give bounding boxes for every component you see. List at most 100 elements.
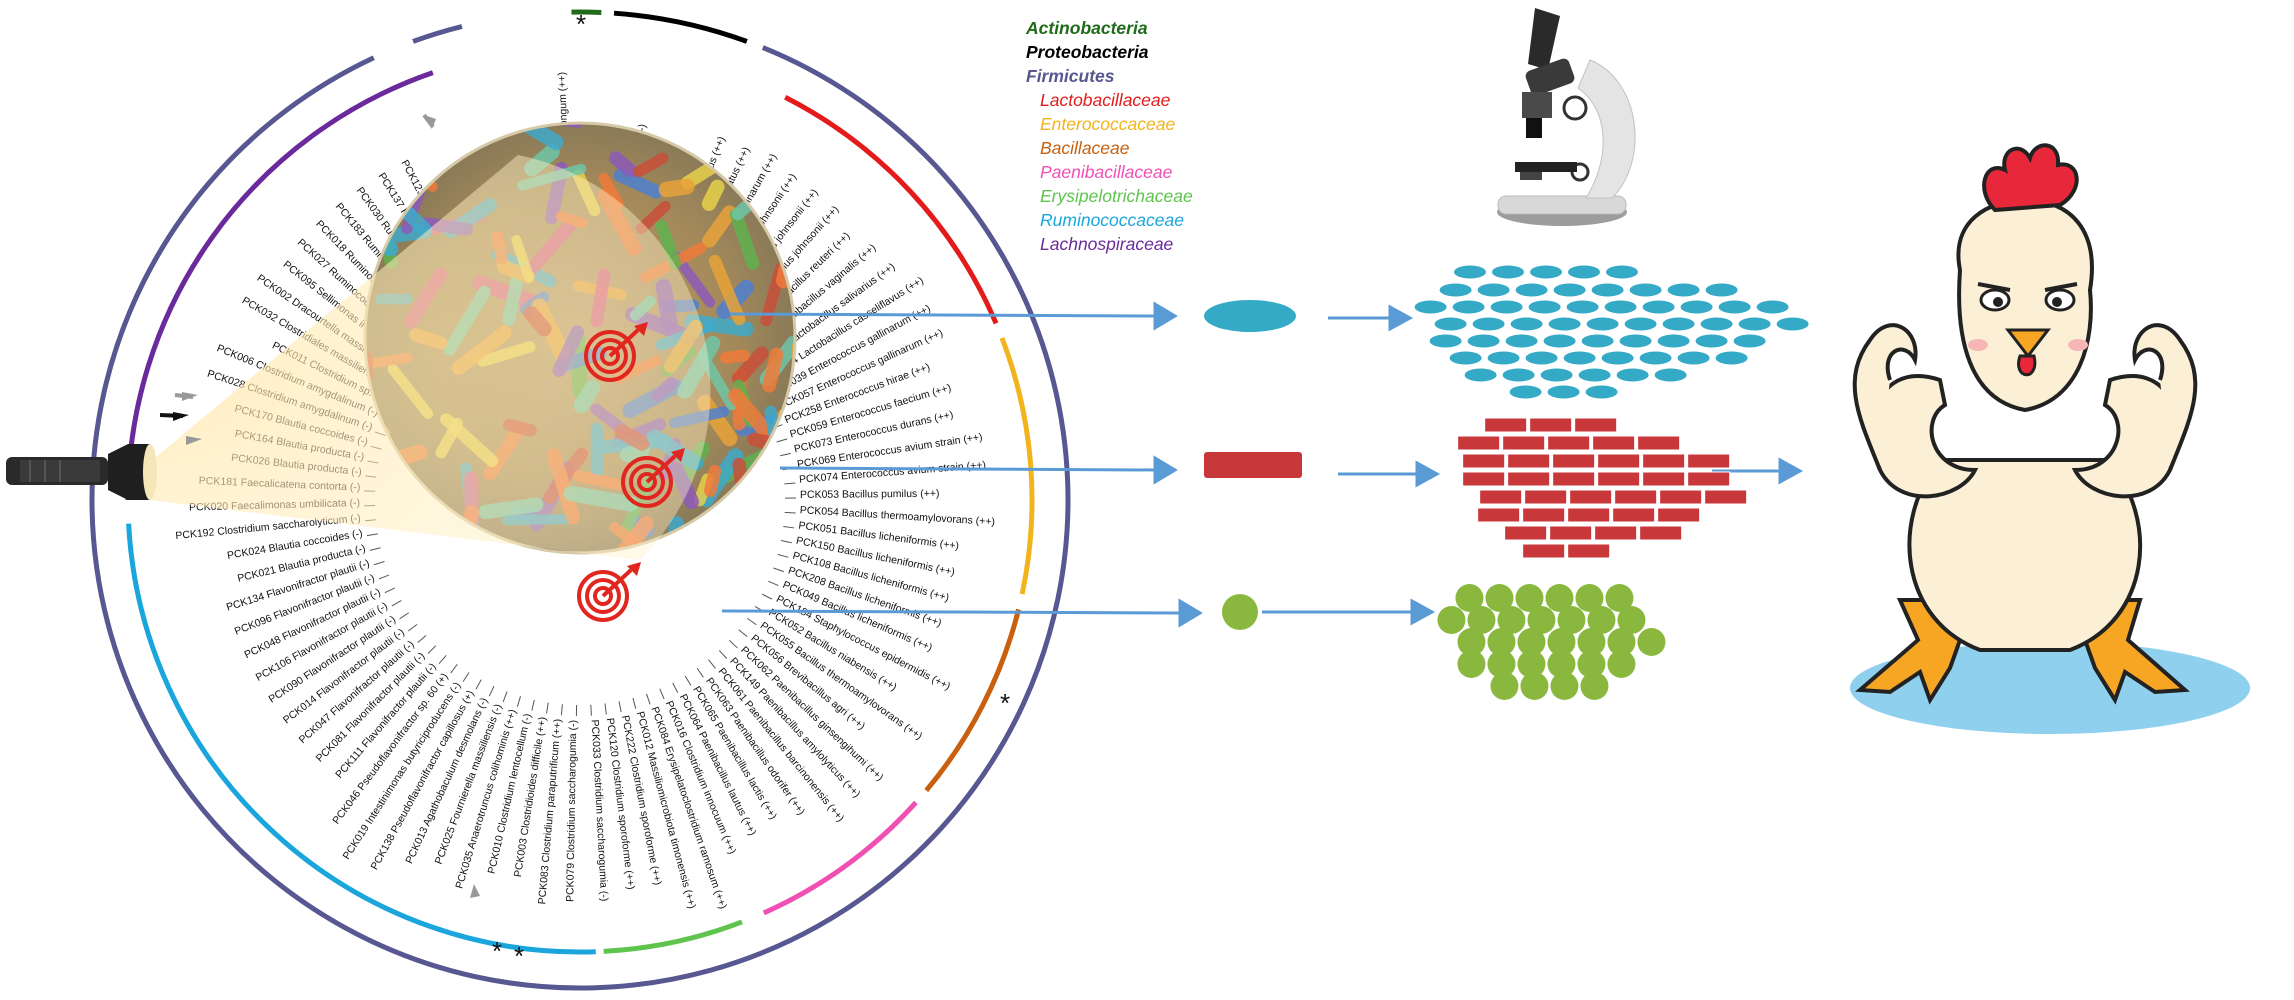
colony-rectangle [1502, 435, 1546, 451]
colony-rectangle [1524, 489, 1568, 505]
bacterium-rod [425, 132, 445, 176]
colony-coccus [1587, 606, 1616, 634]
colony-coccus [1617, 606, 1646, 634]
colony-rectangle [1507, 471, 1551, 487]
colony-coccus [1547, 628, 1576, 656]
tree-branch [369, 547, 381, 551]
tree-branch [475, 679, 482, 690]
colony-rod [1657, 334, 1690, 348]
colony-rectangle [1597, 453, 1641, 469]
colony-coccus [1490, 672, 1519, 700]
bacterium-rod [658, 178, 695, 198]
bacterium-rod [771, 146, 795, 160]
tree-branch [462, 672, 470, 682]
arc-lactobacillaceae [784, 95, 999, 325]
arc-proteobacteria [613, 10, 748, 44]
single-shapes [1204, 300, 1302, 630]
colony-coccus [1437, 606, 1466, 634]
colony-rod [1492, 265, 1524, 279]
colony-coccus [1457, 650, 1486, 678]
tree-leaf-label: PCK079 Clostridium saccharogumia (-) [564, 720, 579, 902]
colony-rod [1540, 368, 1573, 382]
colony-rectangle [1504, 525, 1548, 541]
colony-rectangle [1597, 471, 1641, 487]
colony-coccus [1467, 606, 1496, 634]
colony-rod [1677, 351, 1710, 365]
bacterium-rod [430, 126, 468, 142]
arc-erysipelotrichaceae [603, 919, 743, 954]
bacterium-rod [781, 125, 795, 148]
tree-branch [546, 702, 549, 714]
colony-rod [1429, 334, 1462, 348]
colony-coccus [1557, 606, 1586, 634]
tree-branch [696, 667, 704, 678]
tree-branch [391, 600, 402, 607]
colony-rod [1662, 317, 1695, 331]
bacterium-rod [729, 208, 760, 270]
colony-rod [1414, 300, 1447, 314]
tree-branch [718, 650, 728, 659]
rod-colony [1414, 265, 1809, 399]
colony-coccus [1517, 650, 1546, 678]
flashlight-beam [150, 155, 711, 560]
legend-family-erysipelotrichaceae: Erysipelotrichaceae [1040, 186, 1193, 206]
workflow-arrows [721, 301, 1804, 628]
bacterium-rod [365, 123, 394, 155]
tree-branch [783, 526, 795, 529]
tree-branch [399, 612, 410, 620]
colony-coccus [1497, 606, 1526, 634]
colony-rectangle [1567, 507, 1611, 523]
arc-firmicutes-left [412, 24, 463, 44]
colony-rod [1629, 283, 1662, 297]
tree-leaf-label: PCK053 Bacillus pumilus (++) [800, 488, 940, 501]
tree-branch [560, 704, 563, 716]
colony-rod [1715, 351, 1748, 365]
colony-rod [1454, 265, 1486, 279]
colony-rectangle [1484, 417, 1528, 433]
colony-rectangle [1477, 507, 1521, 523]
bacterium-rod [655, 220, 682, 270]
colony-coccus [1577, 650, 1606, 678]
legend-phylum-proteobacteria: Proteobacteria [1026, 42, 1149, 62]
arc-firmicutes-right [89, 45, 1071, 991]
colony-rectangle [1574, 417, 1618, 433]
colony-coccus [1517, 628, 1546, 656]
colony-rod [1680, 300, 1713, 314]
colony-rod [1502, 368, 1535, 382]
legend-phylum-firmicutes: Firmicutes [1026, 66, 1115, 86]
colony-rod [1525, 351, 1558, 365]
bacterium-rod [613, 168, 663, 199]
bacterium-rod [728, 388, 776, 441]
tree-branch [450, 663, 458, 674]
arc-bacillaceae [924, 608, 1021, 793]
colony-rod [1695, 334, 1728, 348]
asterisk-bottom-1: * [492, 936, 502, 966]
single-coccus [1222, 594, 1258, 630]
colony-coccus [1487, 650, 1516, 678]
colony-rectangle [1547, 435, 1591, 451]
colony-coccus [1607, 628, 1636, 656]
colony-rod [1563, 351, 1596, 365]
colony-rod [1700, 317, 1733, 331]
legend-family-paenibacillaceae: Paenibacillaceae [1040, 162, 1173, 182]
tree-branch [729, 640, 738, 649]
colony-coccus [1575, 584, 1604, 612]
tree-branch [659, 688, 665, 700]
colony-rectangle [1659, 489, 1703, 505]
asterisk-right: * [1000, 688, 1010, 718]
bacterium-rod [684, 314, 754, 337]
colony-rectangle [1687, 471, 1731, 487]
colony-rod [1505, 334, 1538, 348]
colony-rectangle [1657, 507, 1701, 523]
colony-rectangle [1592, 435, 1636, 451]
tree-branch [784, 511, 796, 514]
tree-branch [417, 634, 427, 643]
colony-rod [1509, 385, 1542, 399]
colony-rectangle [1529, 417, 1573, 433]
colony-rod [1434, 317, 1467, 331]
tree-branch [516, 696, 522, 707]
tree-branch [672, 682, 679, 693]
tree-branch [384, 587, 396, 594]
colony-rod [1530, 265, 1562, 279]
